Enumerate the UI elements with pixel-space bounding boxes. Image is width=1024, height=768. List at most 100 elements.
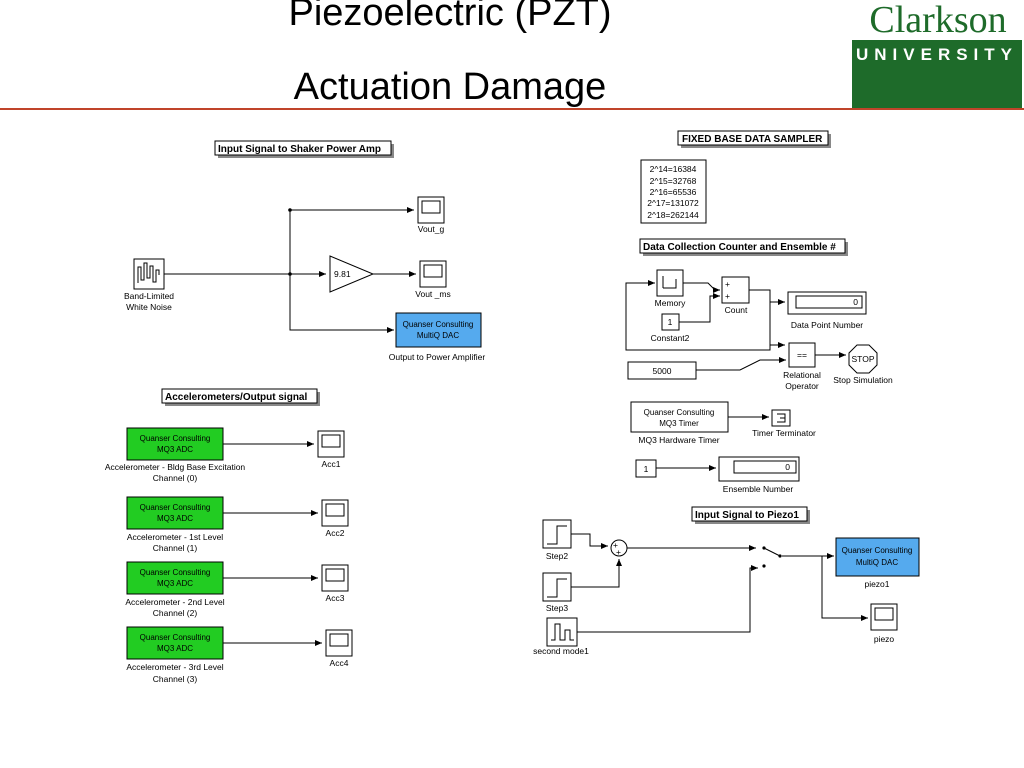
- noise-label-2: White Noise: [126, 302, 172, 312]
- relational-label-2: Operator: [785, 381, 819, 391]
- memory-icon: [662, 276, 677, 289]
- adc-line-1: Quanser Consulting: [140, 633, 211, 642]
- ensemble-constant-block[interactable]: 1: [635, 459, 657, 478]
- constant2-value: 1: [668, 317, 673, 327]
- acc-caption-1: Accelerometer - 2nd Level: [125, 597, 224, 607]
- accel-header-box[interactable]: [161, 388, 318, 404]
- adc-line-2: MQ3 ADC: [157, 445, 193, 454]
- data-point-label: Data Point Number: [791, 320, 863, 330]
- scope-acc3-icon[interactable]: [321, 564, 349, 592]
- accel-header: Accelerometers/Output signal: [165, 392, 307, 403]
- shaker-input-header-box[interactable]: [214, 140, 392, 156]
- terminator-icon: [777, 413, 786, 423]
- data-point-display[interactable]: 0: [787, 291, 867, 315]
- second-mode-block[interactable]: [546, 617, 578, 647]
- constant-5000-block[interactable]: 5000: [627, 361, 697, 380]
- wire-switch-scope: [821, 556, 868, 621]
- stop-icon: [848, 344, 878, 374]
- adc-block-2[interactable]: Quanser Consulting MQ3 ADC: [126, 561, 224, 595]
- memory-block[interactable]: [656, 269, 684, 297]
- plus-sign: +: [725, 291, 730, 301]
- fixed-base-header-box[interactable]: [677, 130, 829, 146]
- relational-operator-block[interactable]: ==: [788, 342, 816, 368]
- second-mode-label: second mode1: [533, 646, 589, 656]
- timer-line-1: Quanser Consulting: [644, 408, 715, 417]
- scope-acc3-label: Acc3: [326, 593, 345, 603]
- scope-acc2-label: Acc2: [326, 528, 345, 538]
- white-noise-icon: [137, 262, 160, 283]
- step-icon: [547, 578, 567, 598]
- ensemble-constant-value: 1: [644, 464, 649, 474]
- piezo-header-box[interactable]: [691, 506, 808, 522]
- constant2-label: Constant2: [651, 333, 690, 343]
- acc-caption-2: Channel (2): [153, 608, 198, 618]
- wire-const-count: [679, 293, 720, 323]
- wire-5000-relational: [696, 357, 786, 371]
- acc-caption-1: Accelerometer - 1st Level: [127, 532, 223, 542]
- step-icon: [547, 525, 567, 545]
- plus-sign: +: [725, 279, 730, 289]
- dac-caption: Output to Power Amplifier: [389, 352, 486, 362]
- counter-header-box[interactable]: [639, 238, 846, 254]
- step2-block[interactable]: [542, 519, 572, 549]
- piezo-dac-line-2: MultiQ DAC: [856, 558, 898, 567]
- adc-line-1: Quanser Consulting: [140, 503, 211, 512]
- piezo-header: Input Signal to Piezo1: [695, 510, 799, 521]
- ensemble-value: 0: [785, 462, 790, 472]
- gain-block[interactable]: 9.81: [329, 255, 375, 293]
- adc-block-3[interactable]: Quanser Consulting MQ3 ADC: [126, 626, 224, 660]
- adc-block-1[interactable]: Quanser Consulting MQ3 ADC: [126, 496, 224, 530]
- piezo-dac-block[interactable]: Quanser Consulting MultiQ DAC: [835, 537, 920, 577]
- acc-caption-2: Channel (3): [153, 674, 198, 684]
- scope-acc2-icon[interactable]: [321, 499, 349, 527]
- relational-label-1: Relational: [783, 370, 821, 380]
- slide-title-line2: Actuation Damage: [293, 66, 607, 108]
- constant2-block[interactable]: 1: [661, 313, 680, 331]
- scope-acc1-icon[interactable]: [317, 430, 345, 458]
- scope-vout-g-icon[interactable]: [417, 196, 445, 224]
- wire-mode-switch: [577, 565, 758, 633]
- step2-label: Step2: [546, 551, 568, 561]
- power-3: 2^16=65536: [650, 187, 697, 197]
- mq3-timer-block[interactable]: Quanser Consulting MQ3 Timer: [630, 401, 729, 433]
- timer-label: MQ3 Hardware Timer: [638, 435, 719, 445]
- dac-line-2: MultiQ DAC: [417, 331, 459, 340]
- scope-acc1-label: Acc1: [322, 459, 341, 469]
- constant-5000-value: 5000: [653, 366, 672, 376]
- terminator-block[interactable]: [771, 409, 791, 427]
- scope-vout-ms-icon[interactable]: [419, 260, 447, 288]
- scope-piezo-label: piezo: [874, 634, 895, 644]
- count-sum-block[interactable]: + +: [721, 276, 750, 304]
- shaker-input-section: Input Signal to Shaker Power Amp Band-Li…: [124, 140, 486, 362]
- power-2: 2^15=32768: [650, 176, 697, 186]
- step3-block[interactable]: [542, 572, 572, 602]
- relational-op: ==: [797, 350, 807, 360]
- sum-plus: +: [616, 547, 621, 557]
- wire-feedback: [625, 280, 771, 351]
- powers-note: [640, 159, 707, 224]
- logo-university-band: UNIVERSITY: [852, 40, 1022, 108]
- scope-piezo-icon[interactable]: [870, 603, 898, 631]
- gain-value: 9.81: [334, 269, 351, 279]
- wire-memory-count: [683, 282, 720, 293]
- acc-caption-1: Accelerometer - Bldg Base Excitation: [105, 462, 246, 472]
- sum-plus: +: [613, 540, 618, 550]
- scope-acc4-icon[interactable]: [325, 629, 353, 657]
- slide-title-line1: Piezoelectric (PZT): [288, 0, 612, 34]
- stop-label: Stop Simulation: [833, 375, 893, 385]
- dac-block[interactable]: Quanser Consulting MultiQ DAC: [395, 312, 482, 348]
- power-1: 2^14=16384: [650, 164, 697, 174]
- wire-step2-sum: [571, 533, 608, 549]
- count-label: Count: [725, 305, 748, 315]
- fixed-base-header: FIXED BASE DATA SAMPLER: [682, 134, 823, 145]
- accelerometer-section: Accelerometers/Output signal Quanser Con…: [105, 388, 353, 684]
- adc-block-0[interactable]: Quanser Consulting MQ3 ADC: [126, 427, 224, 461]
- junction-dot: [288, 272, 292, 276]
- manual-switch[interactable]: [762, 546, 782, 568]
- ensemble-label: Ensemble Number: [723, 484, 794, 494]
- data-point-value: 0: [853, 297, 858, 307]
- ensemble-display[interactable]: 0: [718, 456, 800, 482]
- stop-simulation-block[interactable]: STOP: [848, 344, 878, 374]
- acc-caption-1: Accelerometer - 3rd Level: [126, 662, 223, 672]
- white-noise-block[interactable]: [133, 258, 165, 290]
